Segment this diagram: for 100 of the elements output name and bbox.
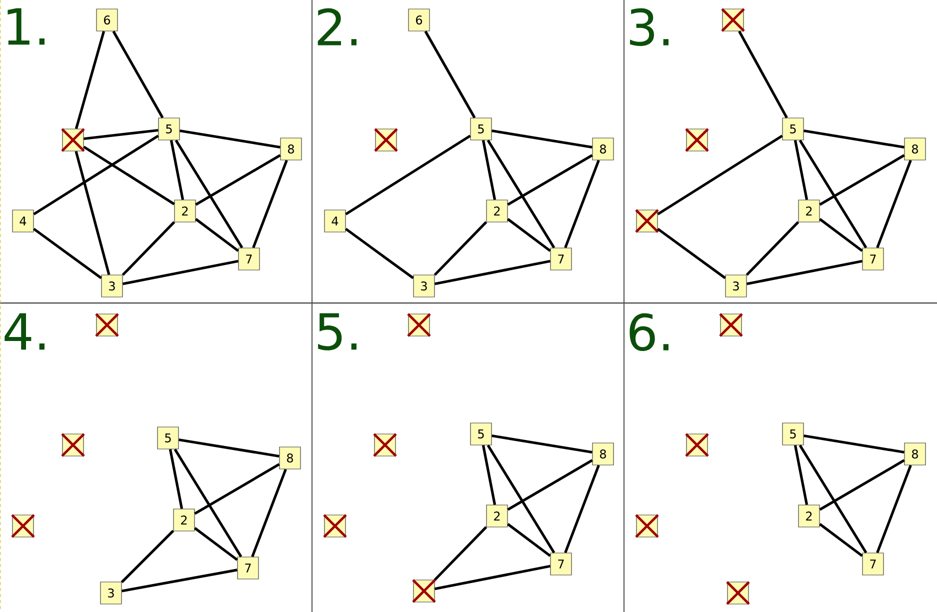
crossed-out-box	[322, 514, 348, 538]
crossed-out-box	[720, 8, 746, 32]
connector-line	[794, 140, 808, 200]
connector-line	[33, 228, 102, 280]
number-box: 3	[725, 274, 747, 298]
number-box: 4	[324, 210, 346, 232]
connector-line	[507, 459, 593, 511]
number-box: 4	[12, 210, 34, 232]
connector-line	[174, 140, 244, 248]
connector-line	[804, 434, 904, 454]
connector-line	[174, 448, 242, 558]
number-box: 7	[550, 248, 572, 270]
crossed-out-box	[372, 432, 398, 458]
panel-number: 5.	[318, 313, 356, 350]
connector-line	[876, 160, 912, 248]
connector-line	[251, 468, 287, 558]
connector-line	[798, 140, 868, 248]
connector-line	[345, 134, 471, 216]
connector-line	[564, 464, 600, 554]
connector-line	[492, 434, 592, 454]
connector-line	[804, 129, 904, 148]
panel-number: 4.	[4, 313, 44, 350]
crossed-out-box	[726, 580, 750, 606]
connector-line	[112, 30, 164, 118]
number-box: 5	[470, 422, 492, 446]
crossed-out-box	[718, 312, 744, 338]
connector-line	[178, 438, 280, 458]
crossed-out-box	[634, 208, 660, 234]
connector-line	[507, 523, 551, 557]
number-box: 6	[408, 8, 430, 32]
connector-line	[252, 160, 288, 248]
number-box: 7	[237, 556, 259, 580]
connector-line	[345, 228, 414, 280]
crossed-out-box	[684, 128, 710, 152]
connector-line	[74, 30, 106, 130]
connector-line	[486, 444, 556, 554]
connector-line	[482, 445, 496, 505]
crossed-out-box	[634, 514, 660, 538]
panel-number: 2.	[318, 8, 356, 46]
number-box: 2	[173, 508, 195, 532]
connector-line	[120, 530, 174, 584]
connector-line	[482, 140, 496, 200]
number-box: 7	[862, 248, 884, 270]
connector-line	[74, 150, 110, 276]
connector-line	[507, 154, 593, 206]
connector-line	[819, 459, 905, 511]
number-box: 3	[101, 274, 123, 298]
number-box: 8	[280, 138, 302, 160]
connector-line	[168, 449, 184, 509]
connector-line	[746, 260, 862, 286]
number-box: 5	[782, 118, 804, 140]
crossed-out-box	[684, 432, 710, 458]
number-box: 2	[798, 504, 820, 528]
number-box: 7	[862, 552, 884, 576]
connector-line	[434, 526, 488, 581]
connector-line	[434, 260, 550, 286]
number-box: 3	[413, 274, 435, 298]
number-box: 5	[470, 118, 492, 140]
connector-line	[657, 228, 726, 280]
connector-line	[434, 564, 550, 590]
connector-line	[180, 129, 280, 148]
connector-line	[195, 218, 239, 252]
number-box: 5	[158, 118, 180, 140]
panel-number: 6.	[630, 313, 668, 351]
number-box: 2	[486, 200, 508, 222]
connector-line	[424, 30, 476, 118]
number-box: 8	[592, 442, 614, 466]
connector-line	[122, 260, 238, 286]
crossed-out-box	[94, 312, 120, 338]
crossed-out-box	[60, 432, 86, 458]
connector-line	[170, 140, 184, 200]
connector-line	[434, 221, 488, 276]
number-box: 8	[904, 442, 926, 466]
connector-line	[122, 568, 238, 592]
connector-line	[83, 146, 175, 206]
number-box: 5	[782, 422, 804, 446]
connector-line	[876, 464, 912, 554]
connector-line	[507, 218, 551, 252]
connector-line	[746, 221, 800, 276]
panel-number: 3.	[630, 8, 668, 46]
connector-line	[819, 154, 905, 206]
connector-line	[486, 140, 556, 248]
number-box: 3	[100, 582, 122, 604]
number-box: 8	[904, 138, 926, 160]
number-box: 8	[279, 446, 301, 470]
connector-line	[122, 221, 176, 276]
connector-line	[195, 154, 281, 206]
number-box: 8	[592, 138, 614, 160]
connector-line	[819, 218, 863, 252]
connector-line	[84, 128, 158, 140]
number-box: 2	[486, 504, 508, 528]
number-box: 2	[174, 200, 196, 222]
crossed-out-box	[374, 128, 398, 152]
number-box: 2	[798, 200, 820, 222]
connector-line	[798, 444, 868, 554]
number-box: 7	[550, 552, 572, 576]
connector-line	[657, 134, 783, 216]
number-box: 7	[238, 248, 260, 270]
number-box: 6	[96, 8, 118, 32]
crossed-out-box	[406, 312, 432, 338]
